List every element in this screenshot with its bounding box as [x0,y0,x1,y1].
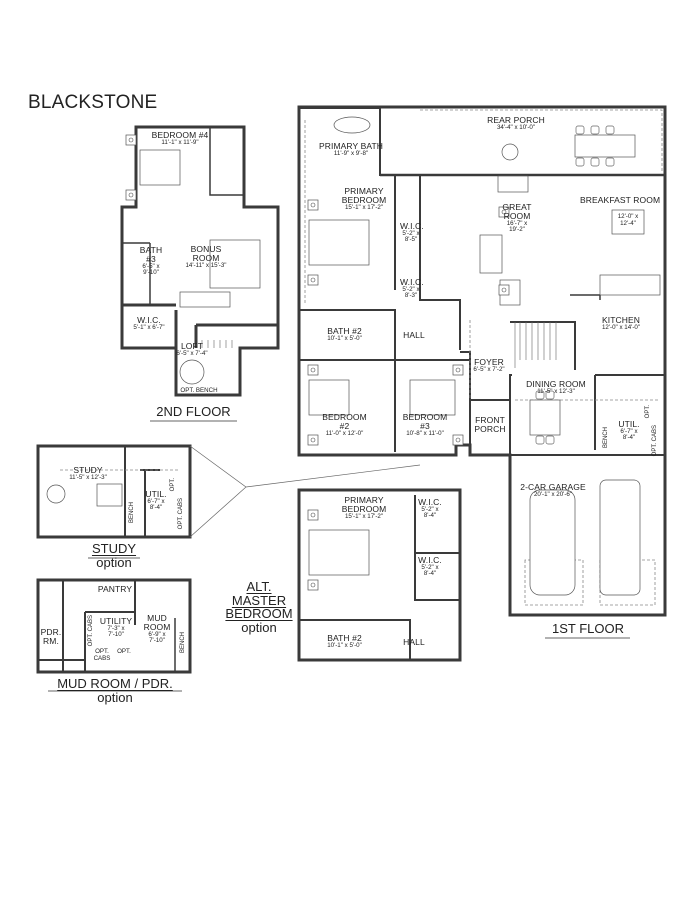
room-bath-2: BATH #2 10'-1" x 5'-0" [327,326,362,342]
study-bench: BENCH [129,502,135,524]
room-primary-bedroom: PRIMARY BEDROOM 15'-1" x 17'-2" [341,186,387,211]
study-option-label: STUDY option [91,541,137,570]
alt-room-wic-2: W.I.C. 5'-2" x 8'-4" [418,555,442,578]
bench-1st: BENCH [603,427,609,449]
alt-master-label: ALT. MASTER BEDROOM option [225,579,293,635]
room-bonus-room: BONUS ROOM 14'-11" x 15'-3" [185,244,227,269]
mudroom-option-walls [36,578,192,674]
mud-opt-cabs: OPT. CABS [93,648,111,662]
room-primary-bath: PRIMARY BATH 11'-9" x 9'-8" [318,141,384,157]
room-wic-1: W.I.C. 5'-2" x 8'-5" [400,221,424,244]
mud-utility: UTILITY 7'-3" x 7'-10" [99,616,133,639]
plan-title: BLACKSTONE [28,92,158,113]
study-opt-cabs: OPT. CABS [178,498,184,530]
room-bath-3: BATH #3 6'-5" x 9'-10" [139,245,163,277]
mud-opt: OPT. [117,648,131,655]
room-garage: 2-CAR GARAGE 20'-1" x 20'-6" [520,482,586,498]
room-great-room: GREAT ROOM 16'-7" x 19'-2" [502,202,532,234]
mud-pantry: PANTRY [97,584,133,594]
mud-opt-cabs-vert: OPT. CABS [88,615,94,647]
room-hall: HALL [403,330,425,340]
room-util: UTIL. 6'-7" x 8'-4" [618,419,640,442]
opt-1st: OPT. [645,405,651,419]
room-breakfast-room: BREAKFAST ROOM [580,195,661,205]
mud-mud-room: MUD ROOM 6'-9" x 7'-10" [143,613,171,645]
mud-bench: BENCH [180,632,186,654]
study-room-study: STUDY 11'-5" x 12'-3" [69,465,107,481]
alt-room-primary-bedroom: PRIMARY BEDROOM 15'-1" x 17'-2" [341,495,387,520]
mud-pdr-rm: PDR. RM. [40,627,62,646]
room-bedroom-3: BEDROOM #3 10'-8" x 11'-0" [402,412,448,437]
room-bedroom-4: BEDROOM #4 11'-1" x 11'-9" [151,130,209,146]
alt-room-wic-1: W.I.C. 5'-2" x 8'-4" [418,497,442,520]
mudroom-option-label: MUD ROOM / PDR. option [57,676,173,705]
study-opt: OPT. [170,478,176,492]
opt-cabs-1st: OPT. CABS [652,425,658,457]
study-room-util: UTIL. 6'-7" x 8'-4" [145,489,167,512]
breakfast-room-dims: 12'-0" x 12'-4" [617,213,639,227]
room-loft: LOFT 6'-5" x 7'-4" [176,341,208,357]
room-rear-porch: REAR PORCH 34'-4" x 10'-0" [487,115,545,131]
alt-master-walls [297,488,462,662]
second-floor-label: 2ND FLOOR [156,404,231,419]
room-foyer: FOYER 6'-5" x 7'-2" [473,357,505,373]
second-floor-walls [120,125,280,397]
room-bedroom-2: BEDROOM #2 11'-0" x 12'-0" [322,412,367,437]
room-dining-room: DINING ROOM 11'-5" x 12'-3" [526,379,586,395]
room-wic-2: W.I.C. 5'-2" x 8'-3" [400,277,424,300]
first-floor-label: 1ST FLOOR [551,621,624,636]
alt-room-bath-2: BATH #2 10'-1" x 5'-0" [327,633,362,649]
alt-room-hall: HALL [403,637,425,647]
opt-bench-loft: OPT. BENCH [180,387,218,394]
room-kitchen: KITCHEN 12'-0" x 14'-0" [601,315,641,331]
room-wic-2nd: W.I.C. 5'-1" x 6'-7" [133,315,165,331]
room-front-porch: FRONT PORCH [474,415,506,434]
